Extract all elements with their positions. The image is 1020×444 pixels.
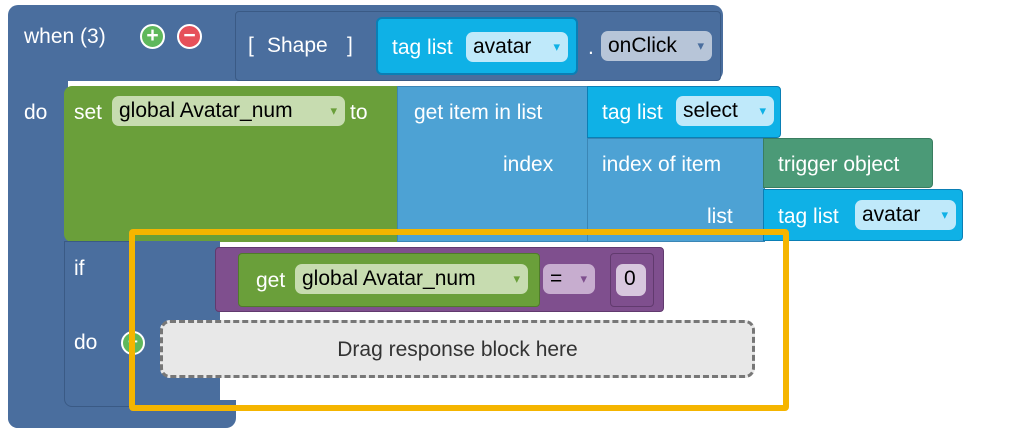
when-label: when (3)	[24, 25, 106, 48]
variable-dropdown-get[interactable]: global Avatar_num▾	[295, 264, 528, 294]
index-label: index	[503, 153, 554, 176]
component-name: Shape	[267, 34, 328, 57]
if-do-label: do	[74, 331, 98, 354]
chevron-down-icon: ▾	[553, 39, 560, 54]
tag-dropdown-avatar-top[interactable]: avatar▾	[466, 32, 568, 62]
chevron-down-icon: ▾	[580, 271, 587, 286]
tag-list-label: tag list	[778, 205, 839, 228]
tag-list-label: tag list	[392, 36, 453, 59]
get-label: get	[256, 269, 286, 292]
number-input[interactable]: 0	[616, 264, 646, 296]
index-of-item-label: index of item	[602, 153, 722, 176]
chevron-down-icon: ▾	[759, 103, 766, 118]
chevron-down-icon: ▾	[330, 103, 337, 118]
chevron-down-icon: ▾	[513, 271, 520, 286]
operator-dropdown[interactable]: =▾	[543, 264, 595, 294]
do-label: do	[24, 101, 48, 124]
tag-dropdown-avatar-bottom[interactable]: avatar▾	[855, 200, 956, 230]
remove-parameter-button[interactable]: −	[177, 24, 202, 49]
index-of-item-block[interactable]	[587, 138, 765, 242]
add-parameter-button[interactable]: +	[140, 24, 165, 49]
placeholder-label: Drag response block here	[337, 338, 578, 361]
set-label: set	[74, 101, 103, 124]
tag-list-label: tag list	[602, 101, 663, 124]
component-close-bracket: ]	[347, 34, 353, 57]
trigger-object-block[interactable]	[763, 138, 933, 188]
to-label: to	[350, 101, 368, 124]
chevron-down-icon: ▾	[941, 207, 948, 222]
event-dot: .	[588, 36, 594, 59]
tag-dropdown-select[interactable]: select▾	[676, 96, 774, 126]
if-label: if	[74, 257, 85, 280]
component-open-bracket: [	[248, 34, 254, 57]
variable-dropdown-set[interactable]: global Avatar_num▾	[112, 96, 345, 126]
chevron-down-icon: ▾	[697, 38, 704, 53]
get-item-label: get item in list	[414, 101, 543, 124]
event-dropdown[interactable]: onClick▾	[601, 31, 712, 61]
highlight-box	[129, 229, 789, 411]
get-item-in-list-block[interactable]	[397, 86, 595, 242]
response-placeholder[interactable]	[160, 320, 755, 378]
trigger-object-label: trigger object	[778, 153, 900, 176]
event-block-body	[8, 70, 68, 428]
list-label: list	[707, 205, 733, 228]
